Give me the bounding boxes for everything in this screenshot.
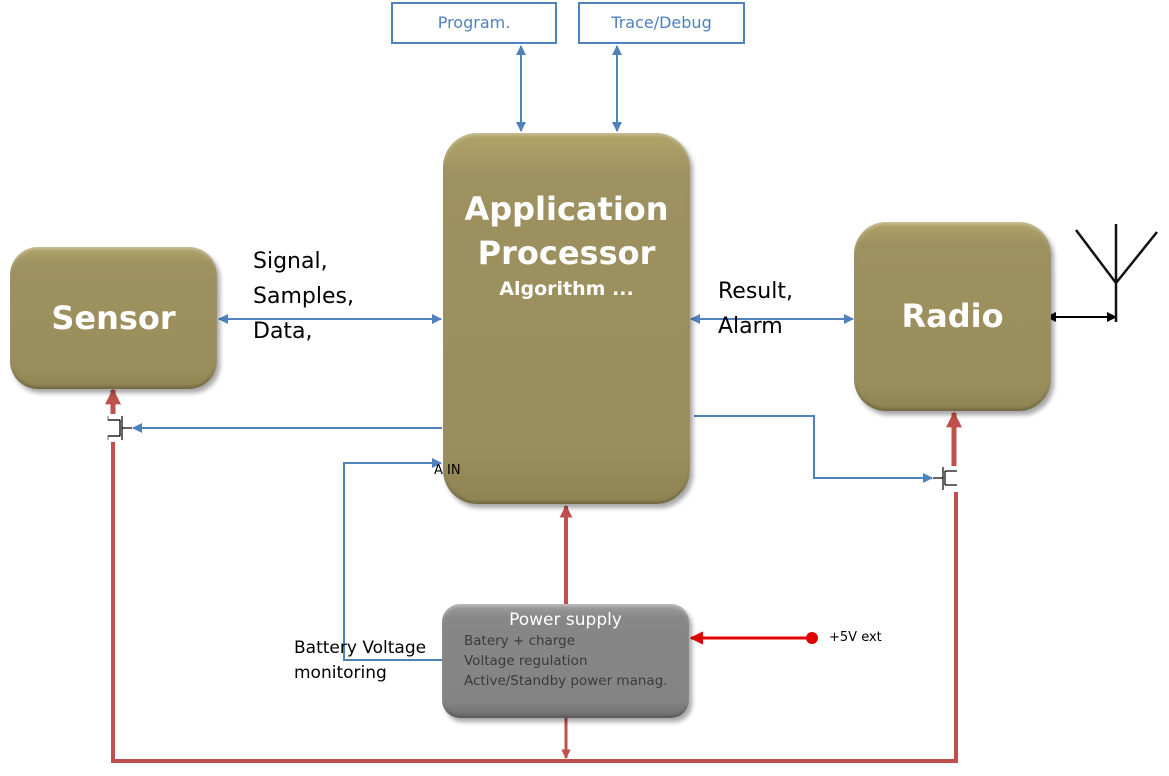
processor-title-line2: Processor: [477, 234, 656, 272]
analog-input-label: A IN: [434, 463, 461, 478]
power-supply-line-management: Active/Standby power manag.: [464, 673, 668, 689]
power-supply-block: Power supply Batery + charge Voltage reg…: [442, 604, 689, 718]
program-label: Program.: [437, 13, 511, 32]
trace-debug-block: Trace/Debug: [578, 2, 745, 44]
sensor-power-switch-icon: [107, 416, 132, 440]
power-supply-line-charge: Batery + charge: [464, 633, 576, 649]
power-supply-title: Power supply: [509, 610, 622, 630]
radio-link-label: Result, Alarm: [718, 279, 793, 339]
program-block: Program.: [391, 2, 557, 44]
battery-monitor-arrow: [343, 458, 442, 661]
radio-switch-control-arrow: [694, 415, 933, 483]
processor-title-line1: Application: [464, 190, 669, 228]
application-processor-block: Application Processor Algorithm ...: [443, 133, 690, 504]
radio-block: Radio: [854, 222, 1051, 411]
external-power-terminal-icon: [806, 632, 818, 644]
processor-subtitle: Algorithm ...: [499, 278, 634, 300]
external-power-label: +5V ext: [829, 630, 882, 645]
trace-debug-label: Trace/Debug: [611, 13, 712, 32]
sensor-label: Sensor: [51, 299, 176, 337]
radio-label: Radio: [901, 297, 1004, 335]
sensor-block: Sensor: [10, 247, 217, 389]
power-bus: [111, 442, 958, 763]
battery-monitor-label: Battery Voltage monitoring: [294, 638, 427, 683]
power-supply-line-regulation: Voltage regulation: [464, 653, 588, 669]
sensor-link-label: Signal, Samples, Data,: [253, 249, 354, 344]
antenna-icon: [1075, 224, 1158, 322]
radio-power-switch-icon: [933, 467, 957, 490]
